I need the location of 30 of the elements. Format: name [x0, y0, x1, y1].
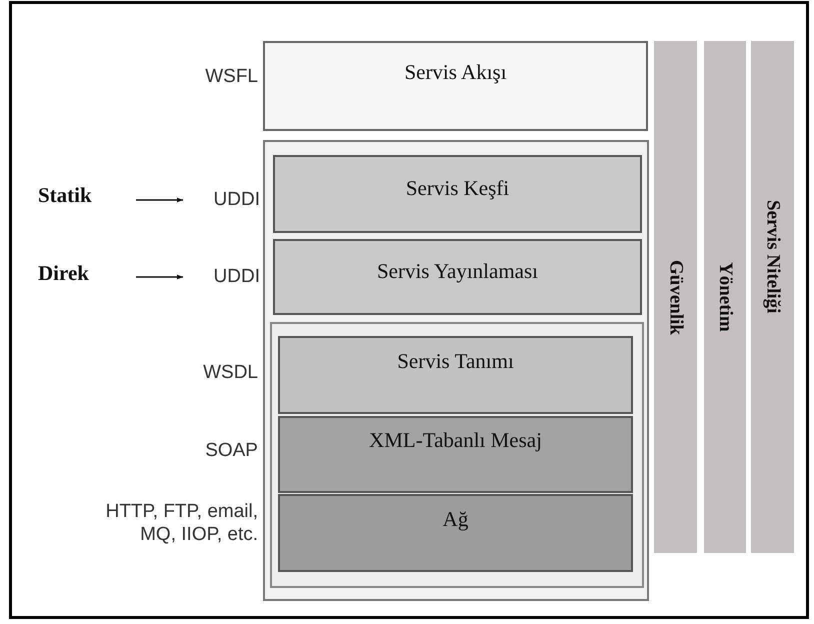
protocol-label: SOAP	[204, 440, 258, 463]
arrow	[136, 198, 183, 202]
layer-label: Servis Tanımı	[397, 348, 514, 374]
bar-label: Güvenlik	[664, 260, 686, 334]
source-label: Statik	[38, 182, 92, 208]
layer-label: Servis Akışı	[404, 60, 507, 84]
group-box	[270, 322, 644, 588]
protocol-label: WSDL	[202, 362, 258, 385]
vertical-bar	[704, 41, 746, 553]
layer-box	[278, 494, 633, 572]
layer-label: Servis Yayınlaması	[376, 258, 538, 284]
source-label: Direk	[38, 260, 89, 286]
arrow	[136, 274, 183, 280]
layer-box	[278, 416, 633, 493]
layer-label: Servis Keşfi	[406, 176, 510, 200]
protocol-label: UDDI	[214, 266, 260, 288]
layer-box	[273, 155, 642, 233]
bar-label: Servis Niteliği	[762, 200, 784, 314]
layer-label: XML-Tabanlı Mesaj	[369, 428, 542, 453]
layer-box	[278, 336, 633, 414]
group-box	[263, 140, 649, 601]
protocol-label: UDDI	[214, 189, 260, 211]
vertical-bar	[654, 41, 697, 553]
layer-label: Ağ	[442, 506, 468, 532]
protocol-label: HTTP, FTP, email, MQ, IIOP, etc.	[104, 501, 258, 547]
vertical-bar	[751, 41, 794, 553]
protocol-label: WSFL	[204, 66, 258, 89]
layer-box	[273, 239, 642, 315]
bar-label: Yönetim	[714, 262, 736, 332]
layer-box	[263, 41, 648, 131]
